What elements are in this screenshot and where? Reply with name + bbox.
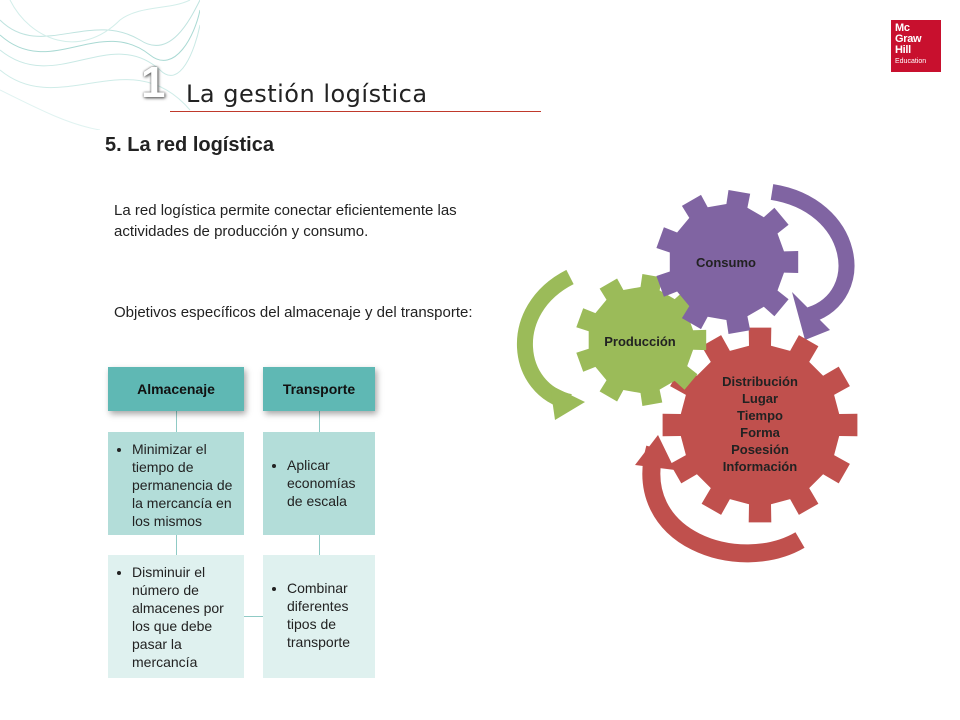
- red-arrow-head: [635, 435, 675, 470]
- logo-text-2: Graw: [895, 33, 922, 45]
- list-item: Aplicar economías de escala: [287, 456, 369, 510]
- publisher-logo: Mc Graw Hill Education: [891, 20, 941, 72]
- gears-svg: [516, 184, 858, 563]
- transporte-objective-2: Combinar diferentes tipos de transporte: [263, 555, 375, 678]
- almacenaje-objective-1: Minimizar el tiempo de permanencia de la…: [108, 432, 244, 535]
- connector-line: [176, 411, 177, 432]
- distribucion-line: Distribución: [722, 374, 798, 389]
- posesion-line: Posesión: [731, 442, 789, 457]
- purple-arrow-head: [792, 292, 830, 340]
- almacenaje-objective-2: Disminuir el número de almacenes por los…: [108, 555, 244, 678]
- connector-line: [319, 535, 320, 555]
- logo-text-1: Mc: [895, 22, 910, 34]
- gear-shape: [576, 274, 707, 406]
- connector-line: [244, 616, 263, 617]
- purple-cycle-arrow: [770, 184, 855, 323]
- objectives-paragraph: Objetivos específicos del almacenaje y d…: [114, 304, 473, 321]
- connector-line: [176, 535, 177, 555]
- forma-line: Forma: [740, 425, 780, 440]
- chapter-title: La gestión logística: [186, 80, 428, 108]
- section-title: 5. La red logística: [105, 134, 274, 156]
- green-cycle-arrow: [516, 269, 574, 410]
- connector-line: [319, 411, 320, 432]
- distribucion-gear: [662, 327, 858, 523]
- transporte-header: Transporte: [263, 367, 375, 411]
- logistics-cycle-diagram: Consumo Producción Distribución Lugar Ti…: [510, 180, 870, 580]
- almacenaje-header: Almacenaje: [108, 367, 244, 411]
- logo-text-4: Education: [895, 58, 927, 65]
- green-arrow-head: [550, 385, 585, 420]
- red-cycle-arrow: [642, 445, 805, 563]
- distribucion-label-block: Distribución Lugar Tiempo Forma Posesión…: [705, 373, 815, 475]
- informacion-line: Información: [722, 459, 798, 474]
- consumo-label: Consumo: [696, 255, 756, 270]
- transporte-objective-1: Aplicar economías de escala: [263, 432, 375, 535]
- list-item: Minimizar el tiempo de permanencia de la…: [132, 440, 238, 530]
- intro-paragraph: La red logística permite conectar eficie…: [114, 202, 457, 240]
- gear-shape: [662, 327, 858, 523]
- list-item: Combinar diferentes tipos de transporte: [287, 579, 369, 651]
- list-item: Disminuir el número de almacenes por los…: [132, 563, 238, 671]
- title-rule: [170, 111, 541, 112]
- logo-text-3: Hill: [895, 44, 911, 56]
- produccion-label: Producción: [604, 334, 676, 349]
- consumo-gear: [656, 190, 799, 334]
- decorative-swirl: [0, 0, 200, 130]
- chapter-number: 1: [141, 58, 166, 107]
- lugar-line: Lugar: [741, 391, 779, 406]
- gear-shape: [656, 190, 799, 334]
- tiempo-line: Tiempo: [737, 408, 783, 423]
- produccion-gear: [576, 274, 707, 406]
